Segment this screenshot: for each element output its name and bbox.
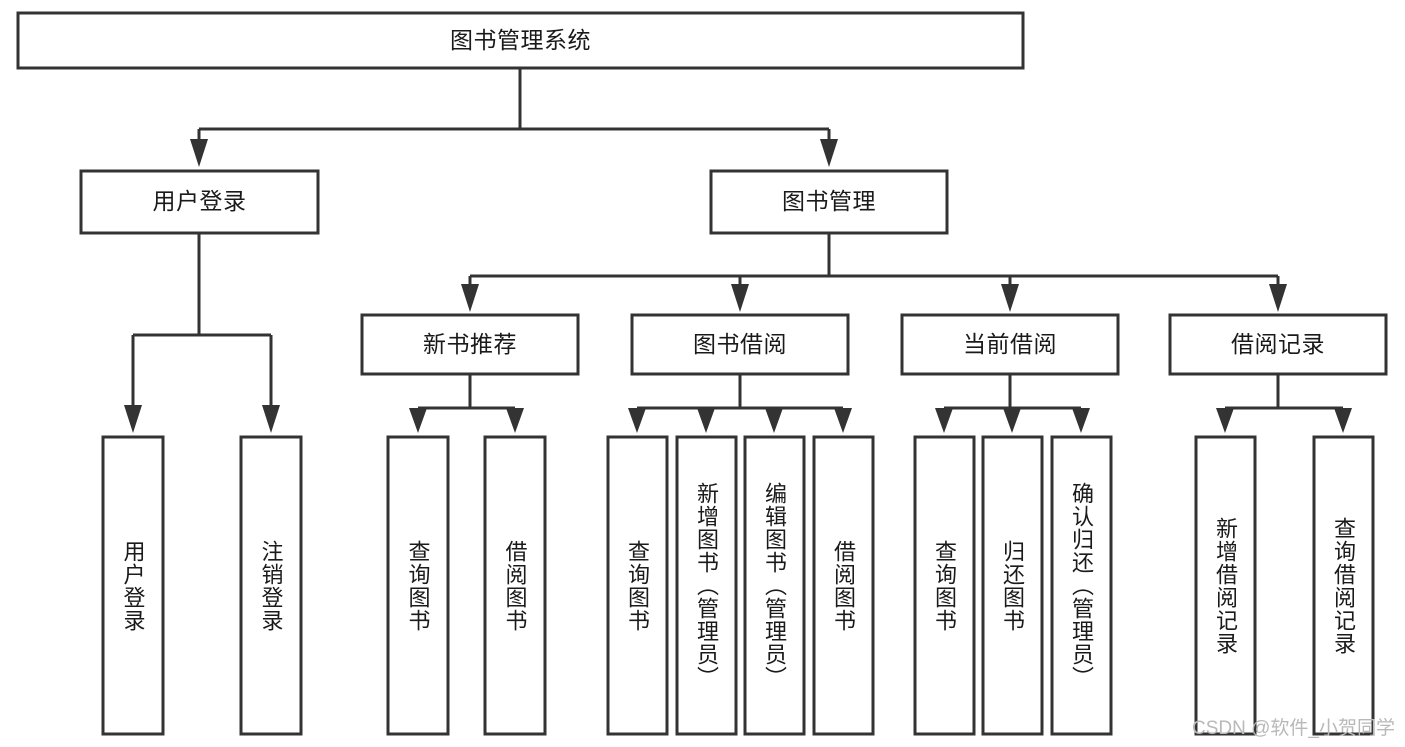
arrowhead-leaf-11 <box>1216 408 1234 433</box>
node-box-leaf-3[interactable] <box>483 435 547 736</box>
node-box-borrow-record[interactable] <box>1168 313 1388 376</box>
arrowhead-leaf-9 <box>1003 408 1021 433</box>
arrowhead-leaf-2 <box>409 408 427 433</box>
node-box-user-login[interactable] <box>79 169 320 235</box>
arrowhead-leaf-7 <box>834 408 852 433</box>
node-box-book-borrow[interactable] <box>630 313 850 376</box>
arrowhead-leaf-8 <box>935 408 953 433</box>
node-box-leaf-1[interactable] <box>239 435 303 736</box>
arrowhead-leaf-12 <box>1334 408 1352 433</box>
arrowhead-leaf-1 <box>262 405 280 433</box>
node-box-leaf-6[interactable] <box>743 435 806 736</box>
node-box-leaf-7[interactable] <box>812 435 875 736</box>
node-box-leaf-4[interactable] <box>606 435 669 736</box>
arrowhead-user-login <box>190 139 208 167</box>
node-box-leaf-9[interactable] <box>981 435 1044 736</box>
node-box-root[interactable] <box>16 11 1025 70</box>
arrowhead-leaf-3 <box>506 408 524 433</box>
arrowhead-current-borrow <box>1001 284 1019 312</box>
node-box-leaf-5[interactable] <box>675 435 738 736</box>
arrowhead-new-book-recommend <box>461 284 479 312</box>
arrowhead-book-borrow <box>731 284 749 312</box>
arrowhead-leaf-10 <box>1072 408 1090 433</box>
node-box-leaf-0[interactable] <box>101 435 165 736</box>
arrowhead-leaf-6 <box>765 408 783 433</box>
node-box-leaf-2[interactable] <box>386 435 450 736</box>
node-box-current-borrow[interactable] <box>900 313 1120 376</box>
arrowhead-leaf-5 <box>697 408 715 433</box>
node-box-new-book-recommend[interactable] <box>360 313 580 376</box>
arrowhead-borrow-record <box>1269 284 1287 312</box>
arrowhead-book-management <box>820 139 838 167</box>
node-box-leaf-12[interactable] <box>1312 435 1375 736</box>
node-box-leaf-11[interactable] <box>1194 435 1257 736</box>
node-box-leaf-10[interactable] <box>1050 435 1113 736</box>
node-box-book-management[interactable] <box>709 169 949 235</box>
node-box-leaf-8[interactable] <box>913 435 976 736</box>
arrowhead-leaf-4 <box>628 408 646 433</box>
arrowhead-leaf-0 <box>124 405 142 433</box>
